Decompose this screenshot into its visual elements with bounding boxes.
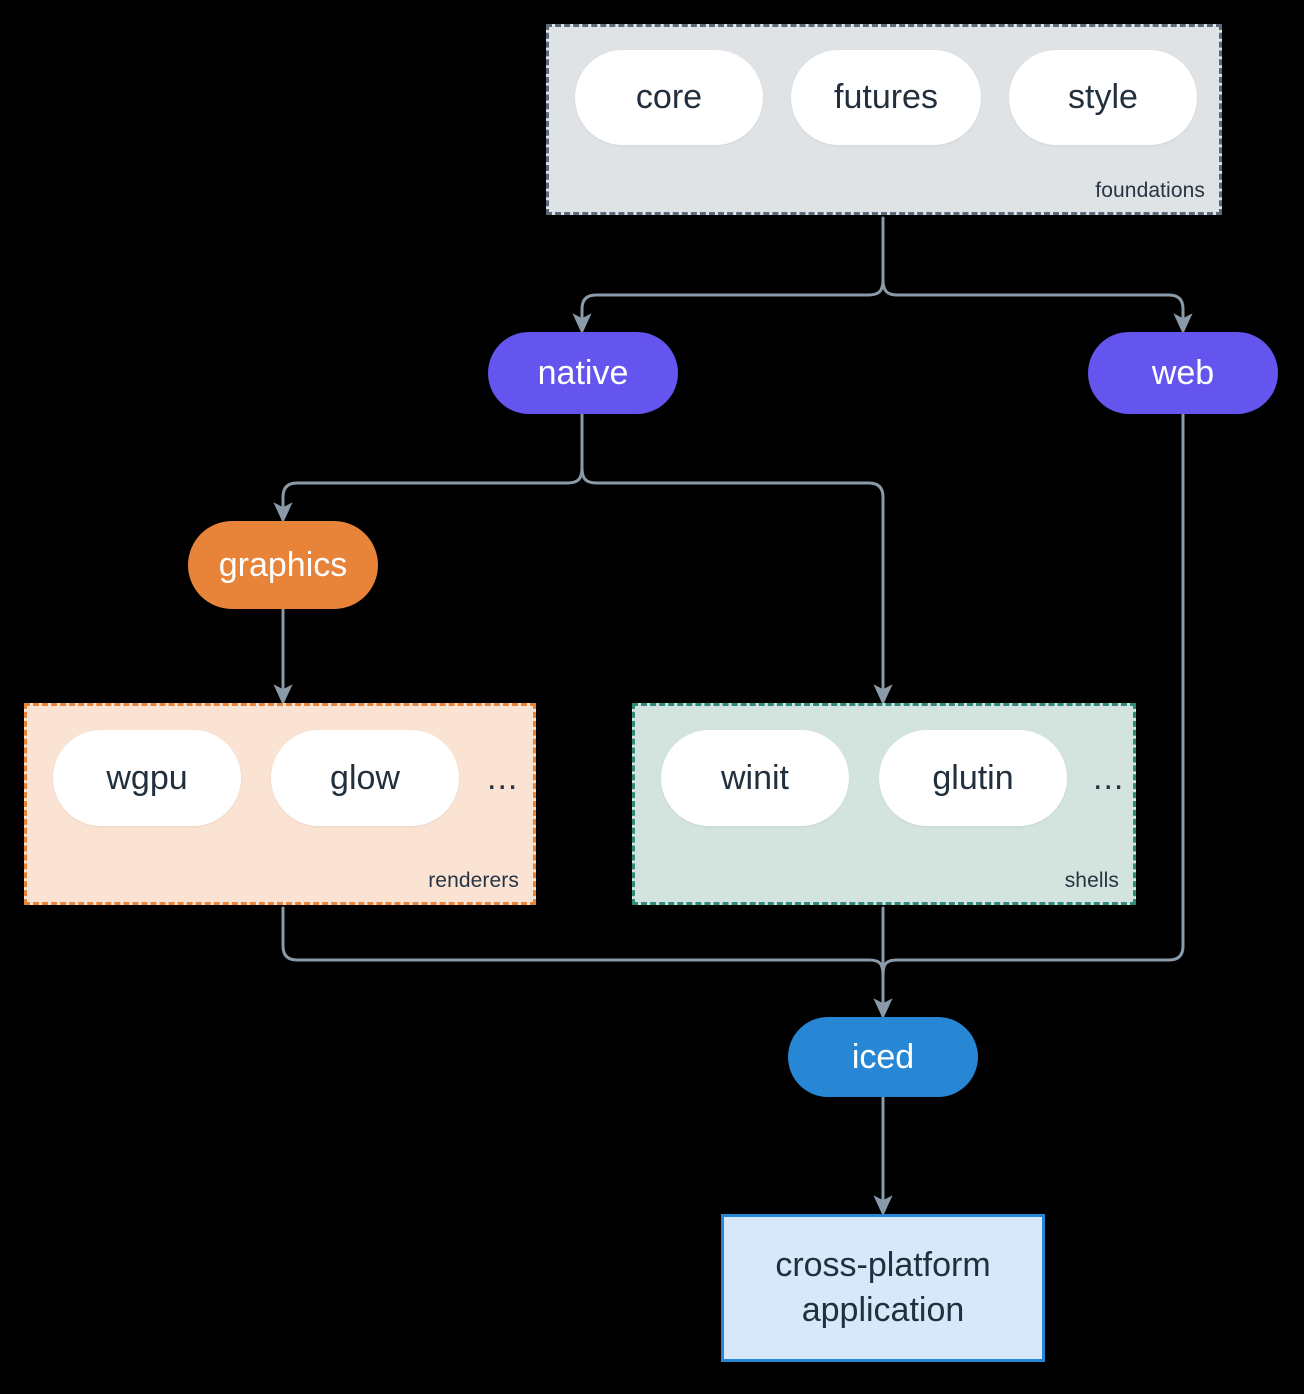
node-native[interactable]: native [488, 332, 678, 414]
node-iced[interactable]: iced [788, 1017, 978, 1097]
node-iced-label: iced [851, 1037, 915, 1076]
renderers-more-ellipsis: ... [487, 759, 519, 797]
node-native-label: native [537, 353, 629, 392]
pill-glow[interactable]: glow [271, 730, 459, 826]
pill-futures-label: futures [834, 78, 938, 116]
pill-winit[interactable]: winit [661, 730, 849, 826]
pill-glutin[interactable]: glutin [879, 730, 1067, 826]
pill-wgpu[interactable]: wgpu [53, 730, 241, 826]
node-web-label: web [1151, 353, 1215, 392]
application-label-line1: cross-platform [775, 1246, 991, 1285]
shells-more-ellipsis: ... [1093, 759, 1125, 797]
pill-wgpu-label: wgpu [106, 758, 188, 797]
node-graphics[interactable]: graphics [188, 521, 378, 609]
group-renderers[interactable]: wgpu glow ... renderers [24, 703, 536, 905]
pill-style-label: style [1068, 78, 1138, 116]
pill-core[interactable]: core [575, 50, 763, 145]
edge-native-to-shells [580, 466, 893, 706]
edge-foundations-to-native [572, 278, 885, 335]
node-cross-platform-application[interactable]: cross-platform application [721, 1214, 1045, 1362]
edge-renderers-to-iced [281, 906, 885, 977]
pill-winit-label: winit [720, 758, 790, 797]
pill-style[interactable]: style [1009, 50, 1197, 145]
pill-core-label: core [635, 78, 703, 116]
group-renderers-label: renderers [428, 869, 519, 892]
group-shells[interactable]: winit glutin ... shells [632, 703, 1136, 905]
group-foundations[interactable]: core futures style foundations [546, 24, 1222, 215]
application-label-line2: application [801, 1291, 965, 1329]
pill-futures[interactable]: futures [791, 50, 981, 145]
edge-native-to-graphics [273, 466, 584, 524]
node-graphics-label: graphics [218, 545, 348, 584]
group-foundations-label: foundations [1095, 179, 1205, 202]
pill-glutin-label: glutin [932, 758, 1014, 797]
pill-glow-label: glow [330, 758, 400, 797]
node-web[interactable]: web [1088, 332, 1278, 414]
group-shells-label: shells [1064, 869, 1119, 892]
edge-foundations-to-web [881, 278, 1193, 335]
